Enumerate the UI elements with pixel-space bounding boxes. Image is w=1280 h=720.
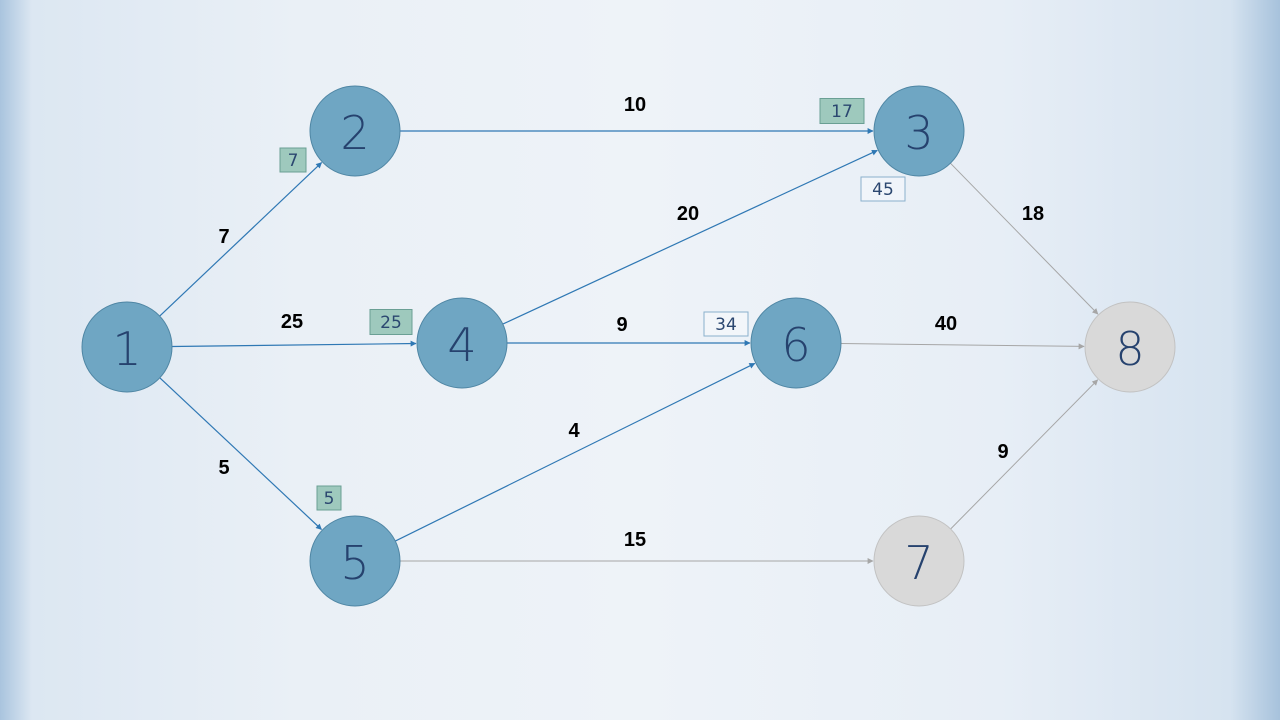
distance-box-rect [369, 309, 413, 335]
node-6: 6 [750, 297, 842, 389]
distance-box-4-25: 25 [369, 309, 413, 335]
edges-layer [159, 128, 1099, 564]
edge-5-6 [395, 362, 756, 542]
node-8: 8 [1084, 301, 1176, 393]
node-label-8: 8 [1115, 322, 1144, 376]
distance-box-2-7: 7 [279, 147, 307, 173]
node-label-1: 1 [112, 322, 141, 376]
edge-weight-5-7: 15 [624, 529, 646, 551]
node-label-4: 4 [447, 318, 476, 372]
distance-box-5-5: 5 [316, 485, 342, 511]
node-circle-1 [81, 301, 173, 393]
edge-3-8 [950, 162, 1099, 315]
node-circle-7 [873, 515, 965, 607]
node-label-6: 6 [781, 318, 810, 372]
node-1: 1 [81, 301, 173, 393]
distance-box-value: 25 [380, 313, 402, 333]
edge-4-3 [502, 149, 878, 325]
distance-boxes-layer: 7 17 45 25 5 34 [279, 98, 906, 511]
node-circle-8 [1084, 301, 1176, 393]
edge-weight-1-5: 5 [218, 457, 229, 479]
node-label-3: 3 [904, 106, 933, 160]
edge-1-2 [159, 162, 323, 317]
edge-weight-4-6: 9 [616, 314, 627, 336]
node-label-5: 5 [340, 536, 369, 590]
edge-6-8 [840, 343, 1085, 350]
edge-weight-4-3: 20 [677, 203, 699, 225]
node-7: 7 [873, 515, 965, 607]
distance-box-3-45: 45 [860, 176, 906, 202]
node-label-2: 2 [340, 106, 369, 160]
node-label-7: 7 [904, 536, 933, 590]
node-2: 2 [309, 85, 401, 177]
distance-box-rect [860, 176, 906, 202]
distance-box-rect [279, 147, 307, 173]
node-circle-3 [873, 85, 965, 177]
node-3: 3 [873, 85, 965, 177]
distance-box-value: 7 [288, 151, 299, 171]
edge-weight-2-3: 10 [624, 94, 646, 116]
edge-weight-5-6: 4 [568, 420, 580, 442]
node-circle-4 [416, 297, 508, 389]
node-circle-6 [750, 297, 842, 389]
edge-7-8 [950, 379, 1099, 530]
node-circle-2 [309, 85, 401, 177]
distance-box-3-17: 17 [819, 98, 865, 124]
distance-box-value: 34 [715, 315, 737, 335]
node-5: 5 [309, 515, 401, 607]
distance-box-6-34: 34 [703, 311, 749, 337]
node-4: 4 [416, 297, 508, 389]
edge-weight-3-8: 18 [1022, 203, 1044, 225]
edge-weight-1-2: 7 [218, 226, 229, 248]
edge-weight-7-8: 9 [997, 441, 1008, 463]
edge-weight-6-8: 40 [935, 313, 957, 335]
edge-1-5 [159, 377, 322, 530]
edge-1-4 [171, 340, 417, 348]
distance-box-rect [316, 485, 342, 511]
distance-box-rect [819, 98, 865, 124]
distance-box-rect [703, 311, 749, 337]
node-circle-5 [309, 515, 401, 607]
distance-box-value: 17 [831, 102, 853, 122]
edge-weight-1-4: 25 [281, 311, 303, 333]
distance-box-value: 5 [324, 489, 335, 509]
distance-box-value: 45 [872, 180, 894, 200]
